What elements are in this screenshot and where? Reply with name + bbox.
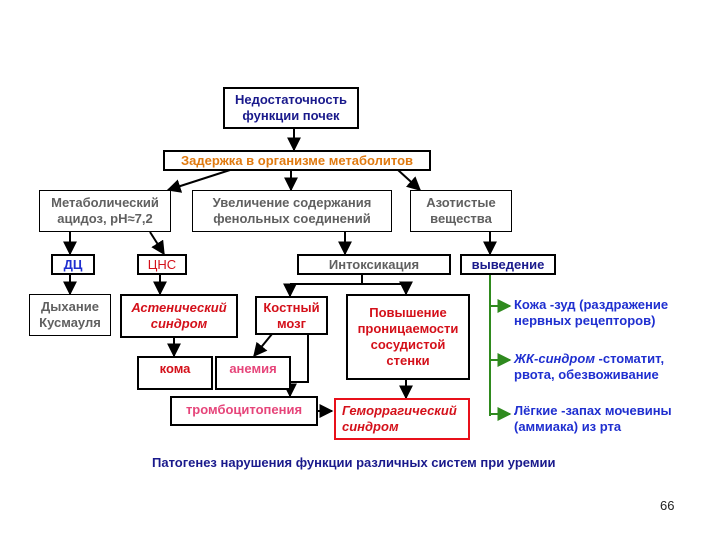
node-asthenic-line1: Астенический bbox=[131, 300, 227, 315]
node-nitrogenous-line1: Азотистые bbox=[426, 195, 496, 210]
node-permeability-line4: стенки bbox=[386, 353, 430, 368]
effect-lungs-organ: Лёгкие bbox=[514, 403, 558, 418]
node-cns-label: ЦНС bbox=[147, 256, 177, 272]
arrow-acidosis-to-cns bbox=[149, 231, 165, 256]
node-dts-label: ДЦ bbox=[63, 256, 83, 272]
arrow-retention-to-nitrogen bbox=[397, 169, 422, 191]
node-hemorrhagic-syndrome: Геморрагический синдром bbox=[334, 398, 470, 440]
node-intoxication-label: Интоксикация bbox=[328, 256, 420, 272]
effect-skin-organ: Кожа bbox=[514, 297, 547, 312]
node-anemia-label: анемия bbox=[229, 361, 277, 376]
effect-gi: ЖК-синдром -стоматит, рвота, обезвоживан… bbox=[514, 351, 664, 383]
node-permeability-line1: Повышение bbox=[369, 305, 447, 320]
node-thrombocytopenia-label: тромбоцитопения bbox=[185, 402, 303, 417]
effect-gi-organ: ЖК-синдром bbox=[514, 351, 595, 366]
node-bone-marrow-line2: мозг bbox=[276, 315, 307, 331]
node-kidney-failure-line2: функции почек bbox=[242, 108, 340, 123]
node-phenol-increase: Увеличение содержания фенольных соединен… bbox=[192, 190, 392, 232]
node-asthenic-syndrome: Астенический синдром bbox=[120, 294, 238, 338]
node-bone-marrow: Костный мозг bbox=[255, 296, 328, 335]
node-coma: кома bbox=[137, 356, 213, 390]
arrow-retention-to-acidosis bbox=[166, 169, 231, 193]
diagram-caption: Патогенез нарушения функции различных си… bbox=[152, 455, 556, 470]
node-permeability: Повышение проницаемости сосудистой стенк… bbox=[346, 294, 470, 380]
node-kussmaul: Дыхание Кусмауля bbox=[29, 294, 111, 336]
node-nitrogenous-line2: вещества bbox=[430, 211, 492, 226]
effect-gi-line2: рвота, обезвоживание bbox=[514, 367, 659, 382]
node-nitrogenous: Азотистые вещества bbox=[410, 190, 512, 232]
effect-lungs-rest: -запах мочевины bbox=[557, 403, 672, 418]
node-asthenic-line2: синдром bbox=[150, 316, 208, 331]
node-metabolic-acidosis-line1: Метаболический bbox=[51, 195, 159, 210]
node-anemia: анемия bbox=[215, 356, 291, 390]
node-phenol-increase-line1: Увеличение содержания bbox=[212, 195, 372, 210]
node-intoxication: Интоксикация bbox=[297, 254, 451, 275]
effect-lungs-line2: (аммиака) из рта bbox=[514, 419, 622, 434]
node-excretion-label: выведение bbox=[471, 256, 545, 272]
effect-skin-line2: нервных рецепторов) bbox=[514, 313, 656, 328]
effect-gi-rest: -стоматит, bbox=[594, 351, 665, 366]
node-metabolite-retention-label: Задержка в организме метаболитов bbox=[180, 152, 414, 168]
node-hemorrhagic-line1: Геморрагический bbox=[342, 403, 457, 418]
effect-lungs: Лёгкие -запах мочевины (аммиака) из рта bbox=[514, 403, 672, 435]
node-kidney-failure-line1: Недостаточность bbox=[234, 92, 348, 107]
node-thrombocytopenia: тромбоцитопения bbox=[170, 396, 318, 426]
node-metabolic-acidosis-line2: ацидоз, рН≈7,2 bbox=[57, 211, 153, 226]
node-metabolite-retention: Задержка в организме метаболитов bbox=[163, 150, 431, 171]
arrow-bone-to-anemia bbox=[253, 333, 273, 358]
node-permeability-line3: сосудистой bbox=[370, 337, 446, 352]
node-bone-marrow-line1: Костный bbox=[263, 299, 320, 315]
node-kidney-failure: Недостаточность функции почек bbox=[223, 87, 359, 129]
node-dts: ДЦ bbox=[51, 254, 95, 275]
node-excretion: выведение bbox=[460, 254, 556, 275]
node-permeability-line2: проницаемости bbox=[357, 321, 459, 336]
node-metabolic-acidosis: Метаболический ацидоз, рН≈7,2 bbox=[39, 190, 171, 232]
node-coma-label: кома bbox=[159, 361, 191, 376]
page-number: 66 bbox=[660, 498, 675, 513]
node-phenol-increase-line2: фенольных соединений bbox=[213, 211, 371, 226]
node-kussmaul-line1: Дыхание bbox=[41, 299, 99, 314]
effect-skin: Кожа -зуд (раздражение нервных рецепторо… bbox=[514, 297, 668, 329]
node-cns: ЦНС bbox=[137, 254, 187, 275]
node-hemorrhagic-line2: синдром bbox=[342, 419, 399, 434]
effect-skin-rest: -зуд (раздражение bbox=[546, 297, 669, 312]
node-kussmaul-line2: Кусмауля bbox=[39, 315, 101, 330]
